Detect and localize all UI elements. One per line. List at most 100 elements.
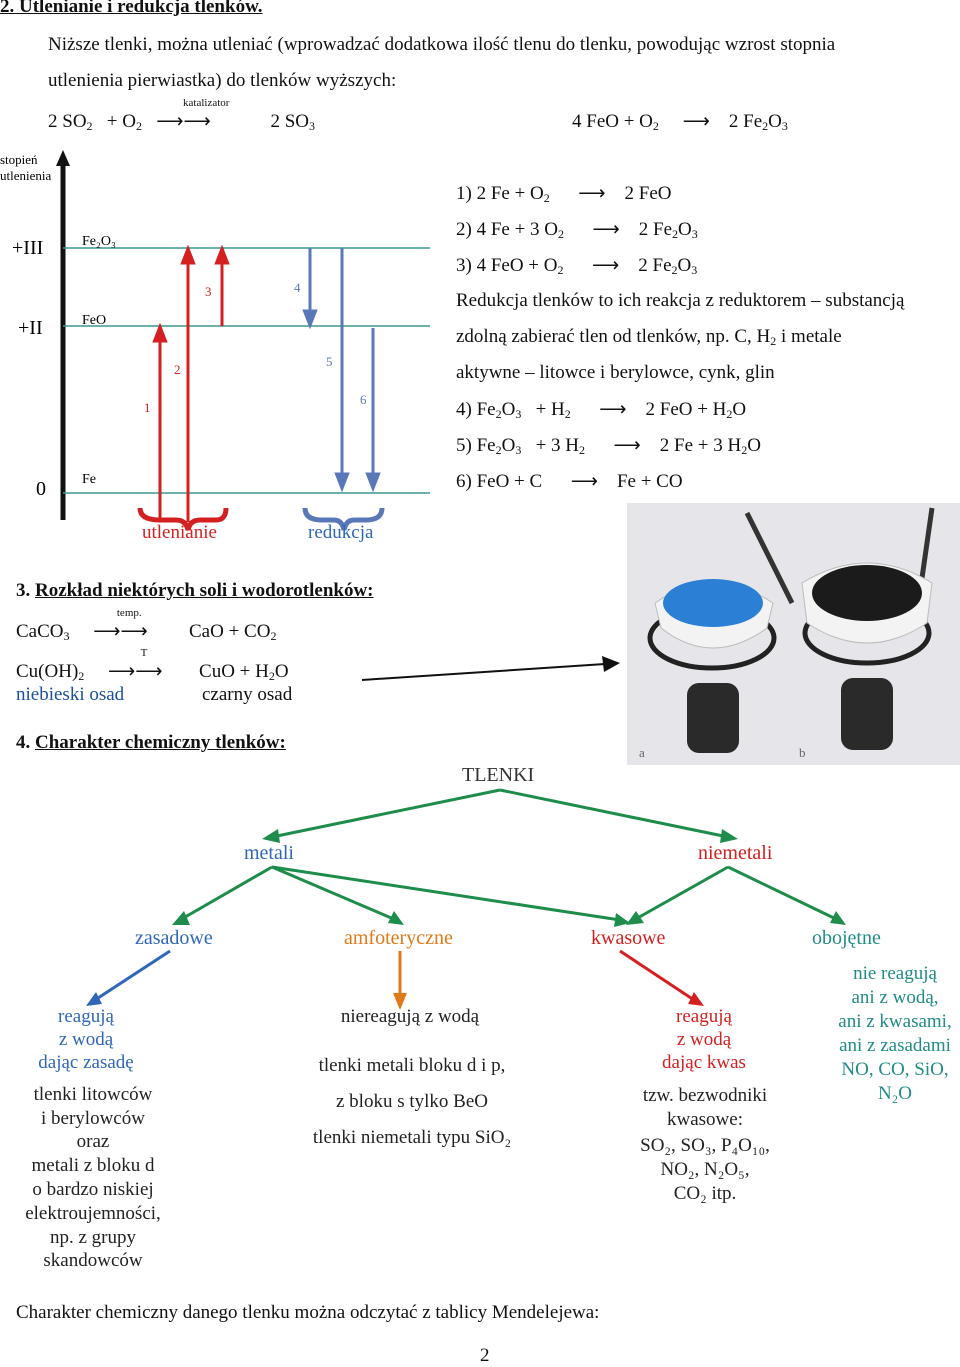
axis-title-1: stopień (0, 152, 38, 167)
arrow-kwasowe-desc (619, 949, 695, 1002)
arrow-4-head-icon (302, 309, 318, 330)
photo-label-b: b (799, 745, 806, 760)
arrow-num-3: 3 (205, 284, 212, 299)
reaction-1: 1) 2 Fe + O2 ⟶ 2 FeO (456, 183, 672, 205)
arrow-zasadowe-desc (94, 949, 171, 1002)
photo-panel-a: a (639, 511, 795, 760)
arrow-num-6: 6 (360, 392, 367, 407)
arrow-num-1: 1 (144, 400, 151, 415)
section-4-title: Charakter chemiczny tlenków: (35, 732, 286, 753)
zas-ex-7: np. z grupy (50, 1227, 137, 1248)
label-feo: FeO (82, 313, 106, 328)
photo-label-a: a (639, 745, 645, 760)
node-zasadowe: zasadowe (135, 927, 213, 949)
branch-amfoteryczne-head-icon (388, 911, 404, 925)
decomposition-photo: a b (627, 503, 960, 765)
section-3-num: 3. (16, 580, 31, 601)
photo-panel-b: b (799, 507, 935, 760)
obo-desc-5: NO, CO, SiO, (841, 1059, 948, 1080)
amfoteryczne-examples: tlenki metali bloku d i p, z bloku s tyl… (313, 1055, 511, 1148)
reduction-text-3: aktywne – litowce i berylowce, cynk, gli… (456, 362, 775, 383)
kw-desc-1: reagują (676, 1006, 732, 1027)
zas-ex-4: metali z bloku d (32, 1155, 155, 1176)
arrow-1-head-icon (152, 322, 168, 343)
arrow-5-head-icon (334, 472, 350, 493)
amf-ex-2: z bloku s tylko BeO (336, 1091, 488, 1112)
catalyst-arrow: katalizator⟶⟶ (156, 97, 256, 133)
cuo-h2o: CuO + H (199, 661, 269, 682)
pointer-line (361, 663, 606, 681)
arrow-6-head-icon (365, 472, 381, 493)
pointer-arrowhead-icon (602, 656, 620, 672)
amf-ex-3: tlenki niemetali typu SiO₂ (313, 1127, 511, 1148)
section-3-title: Rozkład niektórych soli i wodorotlenków: (35, 580, 374, 601)
temp-label: temp. (116, 607, 142, 619)
kw-ex-3: SO₂, SO₃, P₄O₁₀, (640, 1135, 770, 1156)
black-precipitate-label: czarny osad (202, 684, 293, 705)
cuo-h2o-o: O (274, 661, 289, 682)
section-2-title: 2. Utlenianie i redukcja tlenków. (0, 0, 263, 17)
r4-mid: + H (535, 399, 565, 420)
branch-zasadowe (179, 865, 273, 922)
arrow-icon: ⟶ (578, 183, 606, 204)
branch-obojetne-head-icon (830, 911, 846, 925)
periodic-table-note: Charakter chemiczny danego tlenku można … (16, 1302, 600, 1323)
arrow-icon: ⟶ (592, 255, 620, 276)
page-number: 2 (480, 1345, 490, 1366)
obo-desc-1: nie reagują (853, 963, 937, 984)
reduction-brace-icon (302, 507, 385, 531)
level-label-III: +III (12, 237, 43, 259)
arrow-kwasowe-desc-head-icon (688, 992, 704, 1006)
eq-so2-left: 2 SO (48, 111, 87, 132)
branch-metali (271, 788, 501, 839)
r1-right: 2 FeO (624, 183, 672, 204)
level-label-0: 0 (36, 478, 46, 500)
zas-ex-3: oraz (77, 1131, 110, 1152)
obo-desc-6: N₂O (878, 1083, 912, 1104)
reduction-text-2b: i metale (776, 326, 842, 347)
eq-so2-o2: + O (106, 111, 136, 132)
catalyst-label: katalizator (183, 97, 230, 109)
arrow-icon: ⟶ (682, 111, 710, 132)
amfoteryczne-description: niereagują z wodą (341, 1006, 480, 1027)
branch-amfoteryczne (271, 865, 397, 922)
cuoh2: Cu(OH) (16, 661, 79, 682)
obojetne-description: nie reagują ani z wodą, ani z kwasami, a… (838, 963, 951, 1104)
eq-feo-right: 2 Fe (728, 111, 763, 132)
blue-precipitate-label: niebieski osad (16, 684, 125, 705)
label-fe: Fe (82, 472, 96, 487)
kwasowe-examples: tzw. bezwodniki kwasowe: SO₂, SO₃, P₄O₁₀… (640, 1085, 770, 1204)
label-fe2o3: Fe₂O₃ (82, 234, 116, 249)
kw-ex-4: NO₂, N₂O₅, (660, 1159, 749, 1180)
reaction-3: 3) 4 FeO + O2 ⟶ 2 Fe2O3 (456, 255, 698, 277)
caco3: CaCO (16, 621, 64, 642)
r6-right: Fe + CO (616, 471, 683, 492)
zas-ex-2: i berylowców (41, 1108, 145, 1129)
reaction-2: 2) 4 Fe + 3 O2 ⟶ 2 Fe2O3 (456, 219, 698, 241)
section-4-num: 4. (16, 732, 31, 753)
obo-desc-3: ani z kwasami, (838, 1011, 951, 1032)
branch-metal-kwasowe (271, 865, 621, 922)
reaction-4: 4) Fe2O3 + H2 ⟶ 2 FeO + H2O (456, 399, 747, 421)
zas-ex-8: skandowców (43, 1250, 142, 1271)
branch-zasadowe-head-icon (172, 911, 190, 925)
intro-line-1: Niższe tlenki, można utleniać (wprowadza… (48, 34, 836, 55)
oxide-character-tree: TLENKI metali niemetali zasadowe amfoter… (25, 764, 952, 1271)
r3-left: 3) 4 FeO + O (456, 255, 558, 276)
kw-desc-2: z wodą (677, 1029, 732, 1050)
arrow-icon: ⟶ (613, 435, 641, 456)
arrow-num-2: 2 (174, 362, 181, 377)
branch-niemetali (499, 788, 729, 839)
node-amfoteryczne: amfoteryczne (344, 927, 453, 949)
arrow-zasadowe-desc-head-icon (86, 992, 102, 1006)
t-label: T (140, 647, 148, 659)
zas-desc-1: reagują (58, 1006, 114, 1027)
branch-metali-head-icon (262, 829, 280, 843)
arrow-icon: ⟶ (570, 471, 598, 492)
zas-ex-6: elektroujemności, (25, 1203, 161, 1224)
arrow-num-4: 4 (294, 280, 301, 295)
node-niemetali: niemetali (698, 842, 773, 864)
arrow-3-head-icon (214, 244, 230, 265)
t-arrow: T⟶⟶ (108, 647, 180, 683)
amf-ex-1: tlenki metali bloku d i p, (319, 1055, 506, 1076)
